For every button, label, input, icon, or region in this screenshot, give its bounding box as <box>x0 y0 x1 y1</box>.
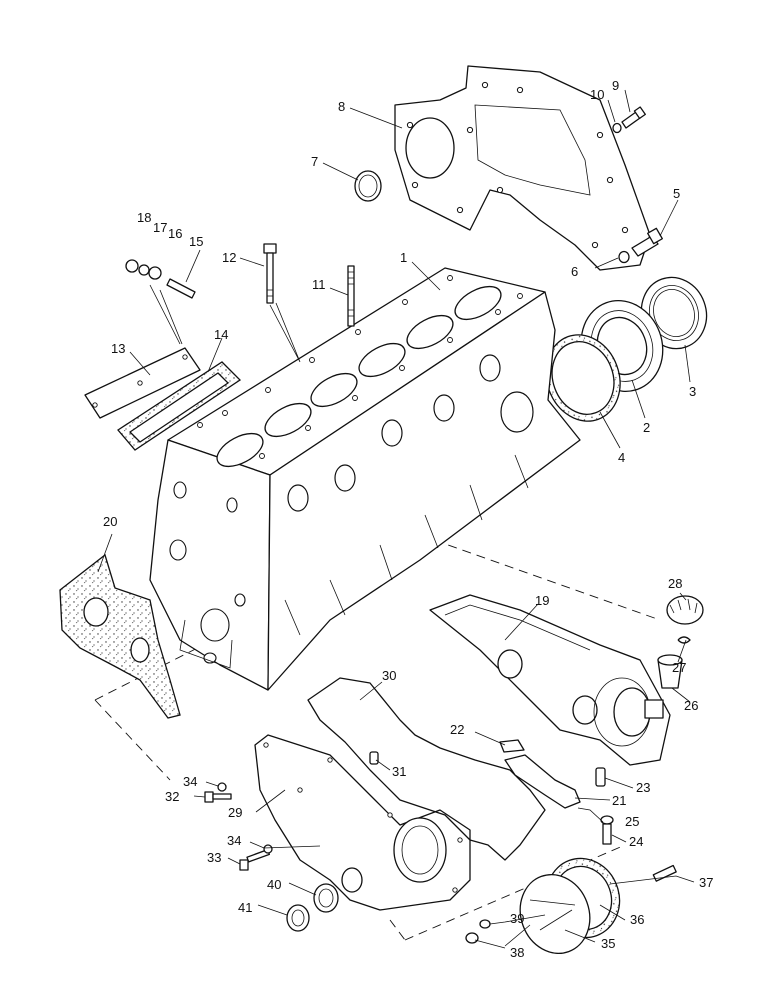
callout-4: 4 <box>618 450 625 465</box>
callout-27: 27 <box>672 660 686 675</box>
cylinder-block <box>149 267 581 691</box>
side-cover-gasket <box>117 361 242 451</box>
dowel <box>369 751 379 765</box>
callout-18: 18 <box>137 210 151 225</box>
callout-7: 7 <box>311 154 318 169</box>
callout-36: 36 <box>630 912 644 927</box>
callout-13: 13 <box>111 341 125 356</box>
leader-lines <box>97 89 695 949</box>
callout-19: 19 <box>535 593 549 608</box>
dowel-pin <box>595 767 606 787</box>
callout-9: 9 <box>612 78 619 93</box>
callout-28: 28 <box>668 576 682 591</box>
callout-labels: 1 2 3 4 5 6 7 8 9 10 11 12 13 14 15 16 1… <box>103 78 713 960</box>
callout-12: 12 <box>222 250 236 265</box>
callout-40: 40 <box>267 877 281 892</box>
callout-38: 38 <box>510 945 524 960</box>
callout-10: 10 <box>590 87 604 102</box>
callout-26: 26 <box>684 698 698 713</box>
seal-ring <box>354 170 382 202</box>
cylinder-head-bolt <box>263 243 277 304</box>
front-plate-gasket <box>59 553 181 719</box>
callout-6: 6 <box>571 264 578 279</box>
callout-25: 25 <box>625 814 639 829</box>
callout-32: 32 <box>165 789 179 804</box>
callout-39: 39 <box>510 911 524 926</box>
callout-33: 33 <box>207 850 221 865</box>
callout-17: 17 <box>153 220 167 235</box>
callout-23: 23 <box>636 780 650 795</box>
seal-housing-gasket <box>545 334 621 422</box>
callout-20: 20 <box>103 514 117 529</box>
callout-34-upper: 34 <box>183 774 197 789</box>
cylinder-head-stud <box>347 265 355 327</box>
callout-24: 24 <box>629 834 643 849</box>
callout-31: 31 <box>392 764 406 779</box>
callout-29: 29 <box>228 805 242 820</box>
timing-cover-gasket <box>307 677 546 861</box>
flywheel-housing-plate <box>394 65 651 271</box>
callout-2: 2 <box>643 420 650 435</box>
timing-bracket <box>504 754 581 809</box>
callout-41: 41 <box>238 900 252 915</box>
side-cover-plate <box>84 347 201 419</box>
callout-15: 15 <box>189 234 203 249</box>
callout-22: 22 <box>450 722 464 737</box>
timing-cover <box>254 734 471 911</box>
callout-14: 14 <box>214 327 228 342</box>
callout-21: 21 <box>612 793 626 808</box>
callout-1: 1 <box>400 250 407 265</box>
callout-11: 11 <box>312 277 326 292</box>
inspection-cover-assembly <box>465 857 677 954</box>
timing-cover-bolts <box>204 782 273 871</box>
cover-stud-nut-washers <box>125 259 196 299</box>
callout-34-lower: 34 <box>227 833 241 848</box>
callout-35: 35 <box>601 936 615 951</box>
callout-3: 3 <box>689 384 696 399</box>
callout-8: 8 <box>338 99 345 114</box>
callout-16: 16 <box>168 226 182 241</box>
bolt-and-washer-lower <box>600 815 614 845</box>
bolt-and-washer-top-right <box>612 106 646 134</box>
callout-5: 5 <box>673 186 680 201</box>
callout-30: 30 <box>382 668 396 683</box>
front-crank-seals <box>286 883 339 932</box>
callout-37: 37 <box>699 875 713 890</box>
oil-filler-cap-assembly <box>657 595 704 689</box>
bolt-and-washer-right <box>618 227 663 264</box>
timing-case-back-plate <box>429 594 671 766</box>
tab-washer <box>499 739 525 753</box>
